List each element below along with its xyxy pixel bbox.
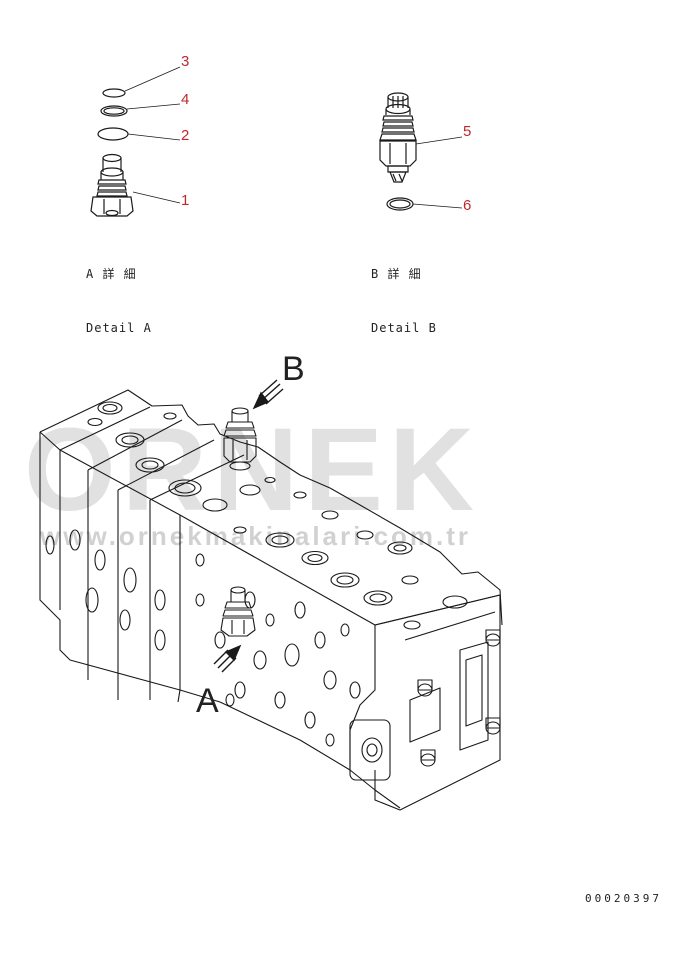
detail-a-caption: A 詳 細 Detail A (86, 229, 152, 355)
part-5-relief-valve (379, 92, 417, 183)
callout-6: 6 (463, 197, 471, 214)
detail-a-caption-en: Detail A (86, 321, 152, 335)
detail-a-parts (90, 88, 134, 217)
detail-b-caption: B 詳 細 Detail B (371, 229, 437, 355)
callout-1: 1 (181, 192, 189, 209)
detail-a-caption-jp: A 詳 細 (86, 267, 137, 281)
side-holes (45, 529, 361, 747)
detail-a-leaders (124, 66, 181, 204)
part-4-backup-ring (100, 105, 128, 117)
view-label-a: A (196, 682, 219, 720)
view-arrow-b (252, 379, 284, 410)
mounted-relief-valve-b (223, 407, 257, 471)
detail-b-caption-en: Detail B (371, 321, 437, 335)
view-arrow-a (213, 644, 242, 673)
callout-3: 3 (181, 53, 189, 70)
callout-5: 5 (463, 123, 471, 140)
document-number: 00020397 (585, 892, 662, 905)
view-label-b: B (282, 350, 305, 388)
watermark-url: www.ornekmakinalari.com.tr (39, 521, 471, 551)
top-ports (87, 401, 468, 630)
detail-b-parts (379, 92, 417, 211)
part-1-valve (90, 153, 134, 217)
detail-b-callouts: 5 6 (463, 123, 471, 214)
control-valve-assembly (39, 389, 503, 811)
watermark: ORNEK www.ornekmakinalari.com.tr (24, 404, 480, 551)
detail-b-leaders (412, 136, 463, 209)
part-2-oring (97, 127, 129, 141)
watermark-brand: ORNEK (24, 404, 480, 536)
end-cover-bolts (417, 629, 501, 767)
part-3-ring (102, 88, 126, 98)
callout-4: 4 (181, 91, 189, 108)
detail-b-caption-jp: B 詳 細 (371, 267, 422, 281)
mounted-valve-a (220, 586, 256, 637)
detail-a-callouts: 3 4 2 1 (181, 53, 189, 209)
callout-2: 2 (181, 127, 189, 144)
